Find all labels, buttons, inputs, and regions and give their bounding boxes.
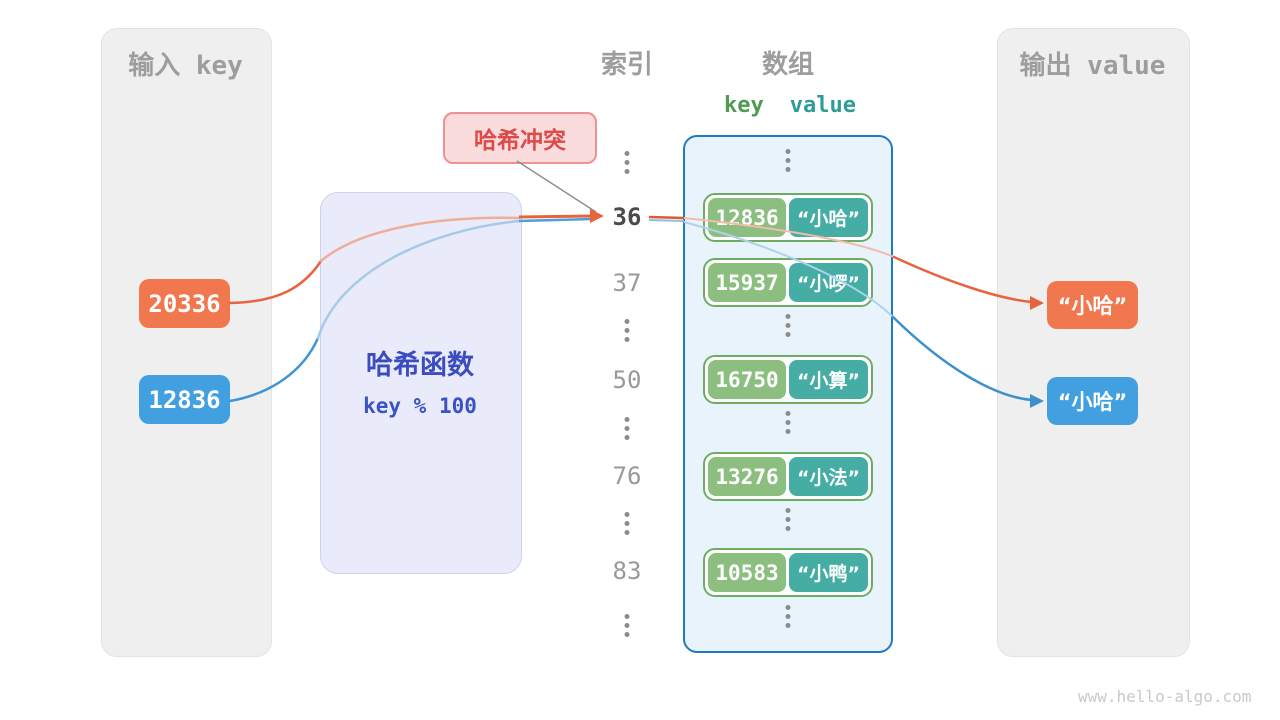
hash-function-box xyxy=(320,192,522,574)
bucket-row-37: 15937 “小啰” xyxy=(703,258,873,307)
bucket-row-83: 10583 “小鸭” xyxy=(703,548,873,597)
arrowhead-to-index xyxy=(590,209,604,223)
output-panel-title: 输出 value xyxy=(1019,51,1166,81)
arrow-orange-to-index xyxy=(518,214,593,219)
array-kv-header: key value xyxy=(724,93,856,118)
ellipsis-dots xyxy=(785,149,791,172)
bucket-key: 12836 xyxy=(708,198,786,237)
index-83: 83 xyxy=(612,557,642,585)
array-column-title: 数组 xyxy=(761,50,815,80)
output-panel xyxy=(997,28,1190,657)
output-value-orange: “小哈” xyxy=(1047,281,1138,329)
bucket-value: “小算” xyxy=(789,360,868,399)
value-header-label: value xyxy=(789,93,856,118)
ellipsis-dots xyxy=(785,411,791,434)
index-37: 37 xyxy=(612,269,642,297)
input-panel xyxy=(101,28,272,657)
bucket-key: 13276 xyxy=(708,457,786,496)
bucket-value: “小啰” xyxy=(789,263,868,302)
bucket-row-50: 16750 “小算” xyxy=(703,355,873,404)
bucket-value: “小法” xyxy=(789,457,868,496)
ellipsis-dots xyxy=(785,605,791,628)
index-76: 76 xyxy=(612,462,642,490)
index-column-title: 索引 xyxy=(600,50,654,80)
input-panel-title: 输入 key xyxy=(128,51,243,81)
ellipsis-dots xyxy=(624,512,630,535)
index-50: 50 xyxy=(612,366,642,394)
arrow-orange-index-to-array xyxy=(648,215,685,220)
input-key-12836: 12836 xyxy=(139,375,230,424)
arrow-blue-index-to-array xyxy=(648,219,685,222)
key-header-label: key xyxy=(724,93,764,118)
website-watermark: www.hello-algo.com xyxy=(1078,687,1252,706)
ellipsis-dots xyxy=(785,508,791,531)
input-key-20336: 20336 xyxy=(139,279,230,328)
ellipsis-dots xyxy=(624,151,630,174)
hash-function-title: 哈希函数 xyxy=(366,350,474,381)
hash-collision-badge: 哈希冲突 xyxy=(443,112,597,164)
badge-pointer-line xyxy=(516,160,597,213)
bucket-row-76: 13276 “小法” xyxy=(703,452,873,501)
arrow-blue-to-index xyxy=(518,217,593,223)
hash-function-formula: key % 100 xyxy=(363,394,477,418)
ellipsis-dots xyxy=(624,319,630,342)
bucket-value: “小哈” xyxy=(789,198,868,237)
bucket-key: 16750 xyxy=(708,360,786,399)
bucket-key: 10583 xyxy=(708,553,786,592)
bucket-value: “小鸭” xyxy=(789,553,868,592)
index-36: 36 xyxy=(612,203,642,231)
ellipsis-dots xyxy=(624,614,630,637)
bucket-key: 15937 xyxy=(708,263,786,302)
ellipsis-dots xyxy=(624,417,630,440)
bucket-row-36: 12836 “小哈” xyxy=(703,193,873,242)
output-value-blue: “小哈” xyxy=(1047,377,1138,425)
ellipsis-dots xyxy=(785,314,791,337)
